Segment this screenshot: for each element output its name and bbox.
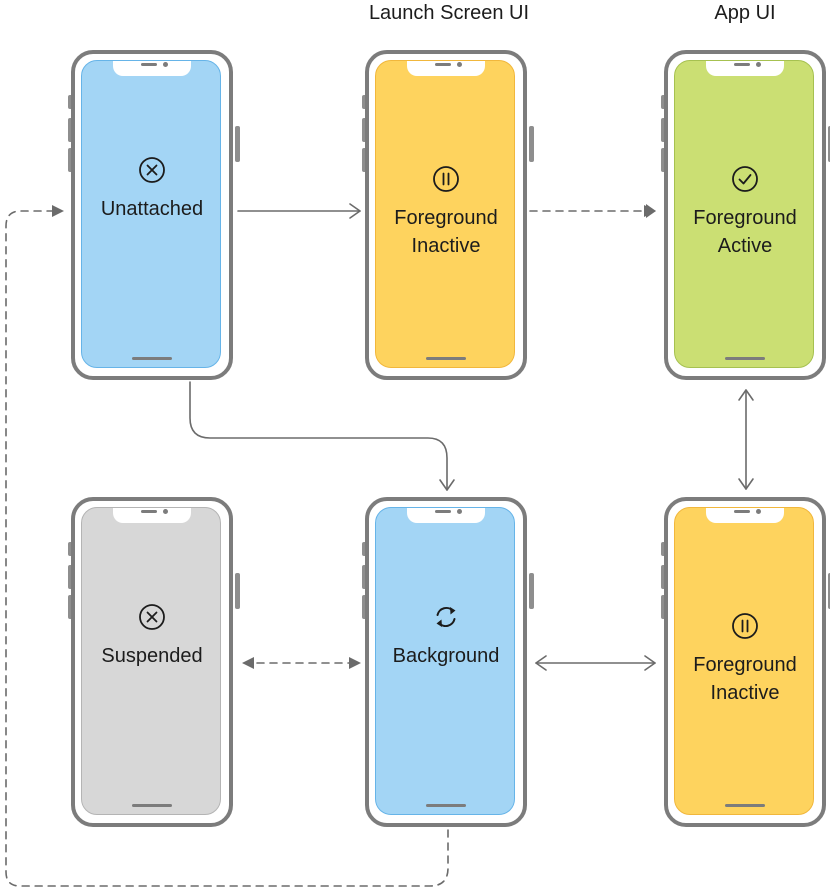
phone-notch <box>113 508 191 523</box>
home-indicator <box>132 804 172 807</box>
phone-notch <box>407 508 485 523</box>
camera <box>457 62 462 67</box>
side-button <box>68 95 73 109</box>
speaker <box>734 63 750 66</box>
side-button <box>362 148 367 172</box>
state-label-line: Foreground <box>693 207 797 229</box>
phone-notch <box>407 61 485 76</box>
pause-circle-icon <box>433 166 459 192</box>
phone-screen: Background <box>375 507 515 815</box>
phone-frame: Suspended <box>71 497 233 827</box>
side-button <box>362 95 367 109</box>
state-label-line: Suspended <box>101 645 203 667</box>
side-button <box>68 148 73 172</box>
phone-notch <box>113 61 191 76</box>
state-label-line: Inactive <box>411 235 481 257</box>
home-indicator <box>132 357 172 360</box>
camera <box>163 62 168 67</box>
side-button <box>661 95 666 109</box>
phone-screen: Suspended <box>81 507 221 815</box>
x-circle-icon <box>139 157 165 183</box>
side-button <box>661 565 666 589</box>
state-label-line: Foreground <box>693 654 797 676</box>
side-button <box>362 595 367 619</box>
side-button <box>661 148 666 172</box>
side-button <box>235 573 240 609</box>
state-label-line: Active <box>717 235 773 257</box>
speaker <box>435 510 451 513</box>
camera <box>756 509 761 514</box>
speaker <box>141 510 157 513</box>
side-button <box>661 118 666 142</box>
state-label-line: Inactive <box>710 682 780 704</box>
state-label-line: Foreground <box>394 207 498 229</box>
state-label-line: Unattached <box>100 198 204 220</box>
side-button <box>828 573 830 609</box>
home-indicator <box>426 804 466 807</box>
phone-notch <box>706 508 784 523</box>
phone-frame: Unattached <box>71 50 233 380</box>
home-indicator <box>725 804 765 807</box>
side-button <box>828 126 830 162</box>
speaker <box>141 63 157 66</box>
app-ui-heading: App UI <box>714 2 776 24</box>
camera <box>756 62 761 67</box>
side-button <box>68 542 73 556</box>
side-button <box>68 565 73 589</box>
side-button <box>68 118 73 142</box>
home-indicator <box>725 357 765 360</box>
side-button <box>661 542 666 556</box>
side-button <box>362 118 367 142</box>
speaker <box>734 510 750 513</box>
phone-notch <box>706 61 784 76</box>
pause-circle-icon <box>732 613 758 639</box>
arrow-unattached-to-background <box>189 381 448 491</box>
phone-screen: Unattached <box>81 60 221 368</box>
camera <box>457 509 462 514</box>
refresh-arrows-icon <box>436 606 456 628</box>
x-circle-icon <box>139 604 165 630</box>
state-label-line: Background <box>392 645 500 667</box>
side-button <box>68 595 73 619</box>
phone-frame: Background <box>365 497 527 827</box>
phone-unattached: Unattached <box>68 50 240 380</box>
check-circle-icon <box>732 166 758 192</box>
camera <box>163 509 168 514</box>
speaker <box>435 63 451 66</box>
side-button <box>529 126 534 162</box>
side-button <box>362 565 367 589</box>
phone-background: Background <box>362 497 534 827</box>
side-button <box>235 126 240 162</box>
side-button <box>529 573 534 609</box>
phone-suspended: Suspended <box>68 497 240 827</box>
arrow-background-to-unattached <box>5 210 449 887</box>
side-button <box>362 542 367 556</box>
side-button <box>661 595 666 619</box>
launch-screen-ui-heading: Launch Screen UI <box>368 2 530 24</box>
home-indicator <box>426 357 466 360</box>
